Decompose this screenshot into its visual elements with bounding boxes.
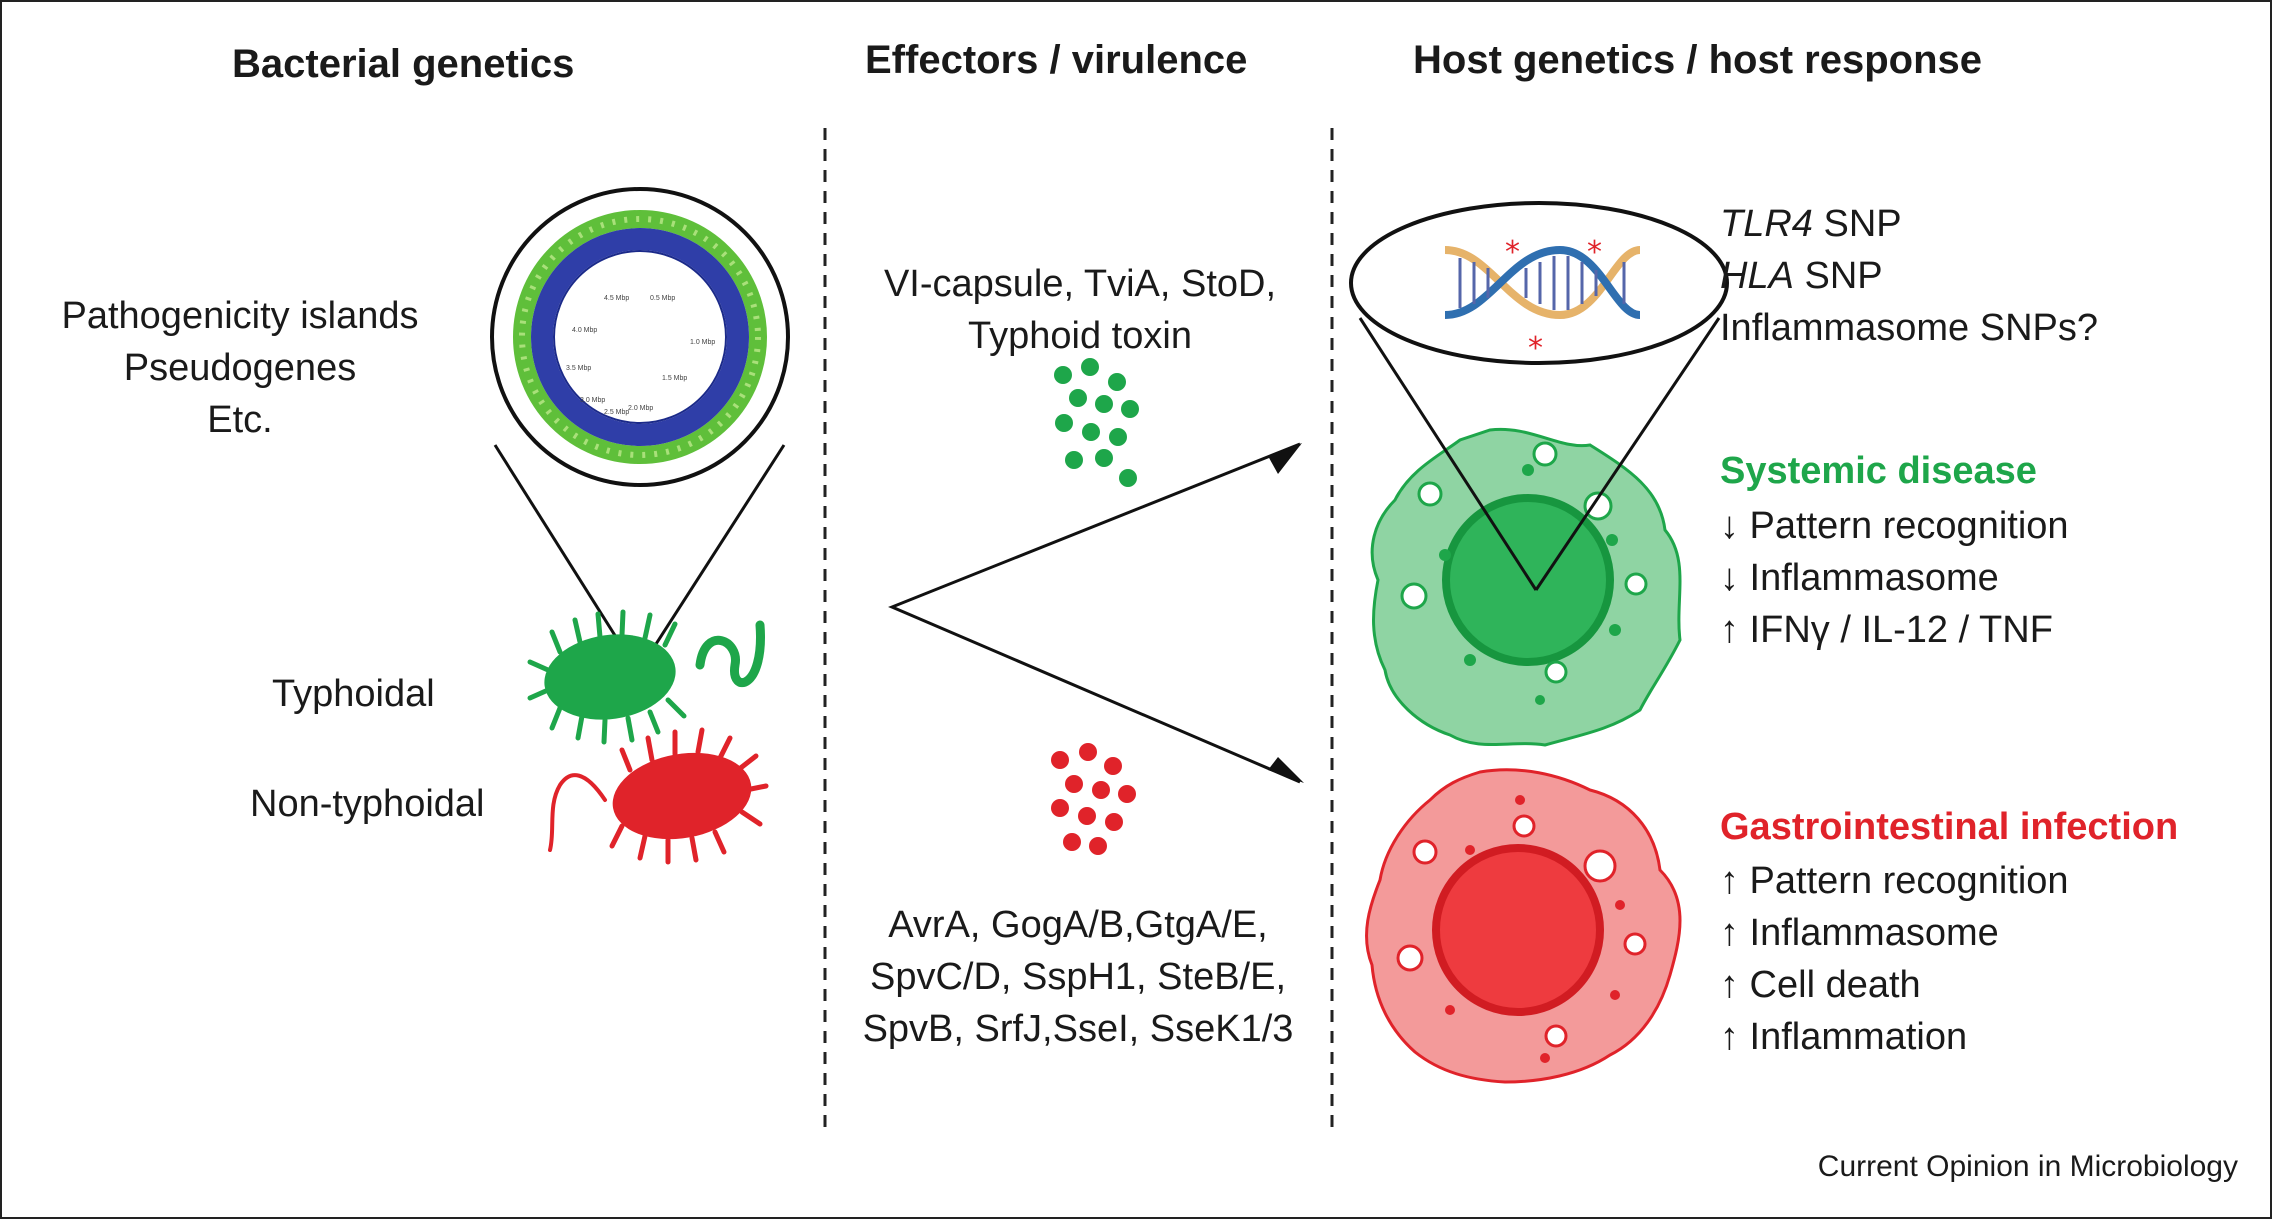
branch-arrows	[888, 442, 1304, 784]
feature-pathogenicity-islands: Pathogenicity islands	[61, 295, 419, 337]
gastro-item: ↑ Inflammation	[1720, 1016, 1968, 1058]
snp-inflammasome: Inflammasome SNPs?	[1720, 307, 2099, 349]
genome-map-icon: 4.5 Mbp 0.5 Mbp 4.0 Mbp 1.0 Mbp 1.5 Mbp …	[490, 187, 790, 673]
nontyphoidal-effectors-line: SpvC/D, SspH1, SteB/E,	[869, 956, 1287, 998]
journal-credit: Current Opinion in Microbiology	[1817, 1150, 2238, 1183]
systemic-item: ↓ Pattern recognition	[1720, 505, 2069, 547]
gastro-item: ↑ Pattern recognition	[1720, 860, 2069, 902]
gastro-item: ↑ Cell death	[1720, 964, 1921, 1006]
systemic-item: ↓ Inflammasome	[1720, 557, 1999, 599]
svg-text:*: *	[1587, 235, 1602, 270]
nontyphoidal-effector-dots	[1051, 743, 1136, 855]
nontyphoidal-effectors-list: AvrA, GogA/B,GtgA/E, SpvC/D, SspH1, SteB…	[828, 899, 1328, 1055]
bacterial-features-list: Pathogenicity islands Pseudogenes Etc.	[30, 290, 450, 446]
gastro-infection-title: Gastrointestinal infection	[1720, 806, 2179, 848]
gastro-host-cell-icon	[1365, 768, 1682, 1084]
genome-tick: 2.5 Mbp	[604, 409, 629, 416]
header-effectors-virulence: Effectors / virulence	[865, 38, 1248, 82]
systemic-response-list: ↓ Pattern recognition ↓ Inflammasome ↑ I…	[1720, 500, 2069, 656]
systemic-disease-title: Systemic disease	[1720, 450, 2037, 492]
genome-tick: 3.5 Mbp	[566, 365, 591, 372]
svg-text:*: *	[1528, 331, 1543, 366]
header-bacterial-genetics: Bacterial genetics	[232, 42, 575, 86]
feature-etc: Etc.	[207, 399, 273, 441]
genome-tick: 3.0 Mbp	[580, 397, 605, 404]
genome-tick: 4.0 Mbp	[572, 327, 597, 334]
host-snp-list: TLR4 SNP HLA SNP Inflammasome SNPs?	[1720, 198, 2098, 354]
nontyphoidal-label: Non-typhoidal	[250, 783, 485, 825]
systemic-item: ↑ IFNγ / IL-12 / TNF	[1720, 609, 2053, 651]
typhoidal-bacterium-icon	[527, 609, 765, 745]
genome-tick: 1.5 Mbp	[662, 375, 687, 382]
snp-hla: HLA SNP	[1720, 255, 1883, 297]
typhoidal-effector-dots	[1054, 358, 1139, 487]
header-host-genetics: Host genetics / host response	[1413, 38, 1983, 82]
nontyphoidal-bacterium-icon	[548, 727, 769, 865]
typhoidal-label: Typhoidal	[272, 673, 435, 715]
nontyphoidal-effectors-line: SpvB, SrfJ,SseI, SseK1/3	[862, 1008, 1294, 1050]
genome-tick: 2.0 Mbp	[628, 405, 653, 412]
typhoidal-effectors-list: VI-capsule, TviA, StoD, Typhoid toxin	[835, 258, 1325, 362]
feature-pseudogenes: Pseudogenes	[123, 347, 357, 389]
genome-tick: 0.5 Mbp	[650, 295, 675, 302]
snp-tlr4: TLR4 SNP	[1720, 203, 1902, 245]
typhoidal-effectors-line: VI-capsule, TviA, StoD,	[883, 263, 1277, 305]
genome-tick: 1.0 Mbp	[690, 339, 715, 346]
gastro-item: ↑ Inflammasome	[1720, 912, 1999, 954]
genome-tick: 4.5 Mbp	[604, 295, 629, 302]
systemic-host-cell-icon	[1370, 427, 1682, 747]
gastro-response-list: ↑ Pattern recognition ↑ Inflammasome ↑ C…	[1720, 855, 2069, 1063]
typhoidal-effectors-line: Typhoid toxin	[968, 315, 1192, 357]
nontyphoidal-effectors-line: AvrA, GogA/B,GtgA/E,	[888, 904, 1268, 946]
host-dna-zoom-icon: * * *	[1349, 201, 1729, 591]
svg-text:*: *	[1505, 235, 1520, 270]
